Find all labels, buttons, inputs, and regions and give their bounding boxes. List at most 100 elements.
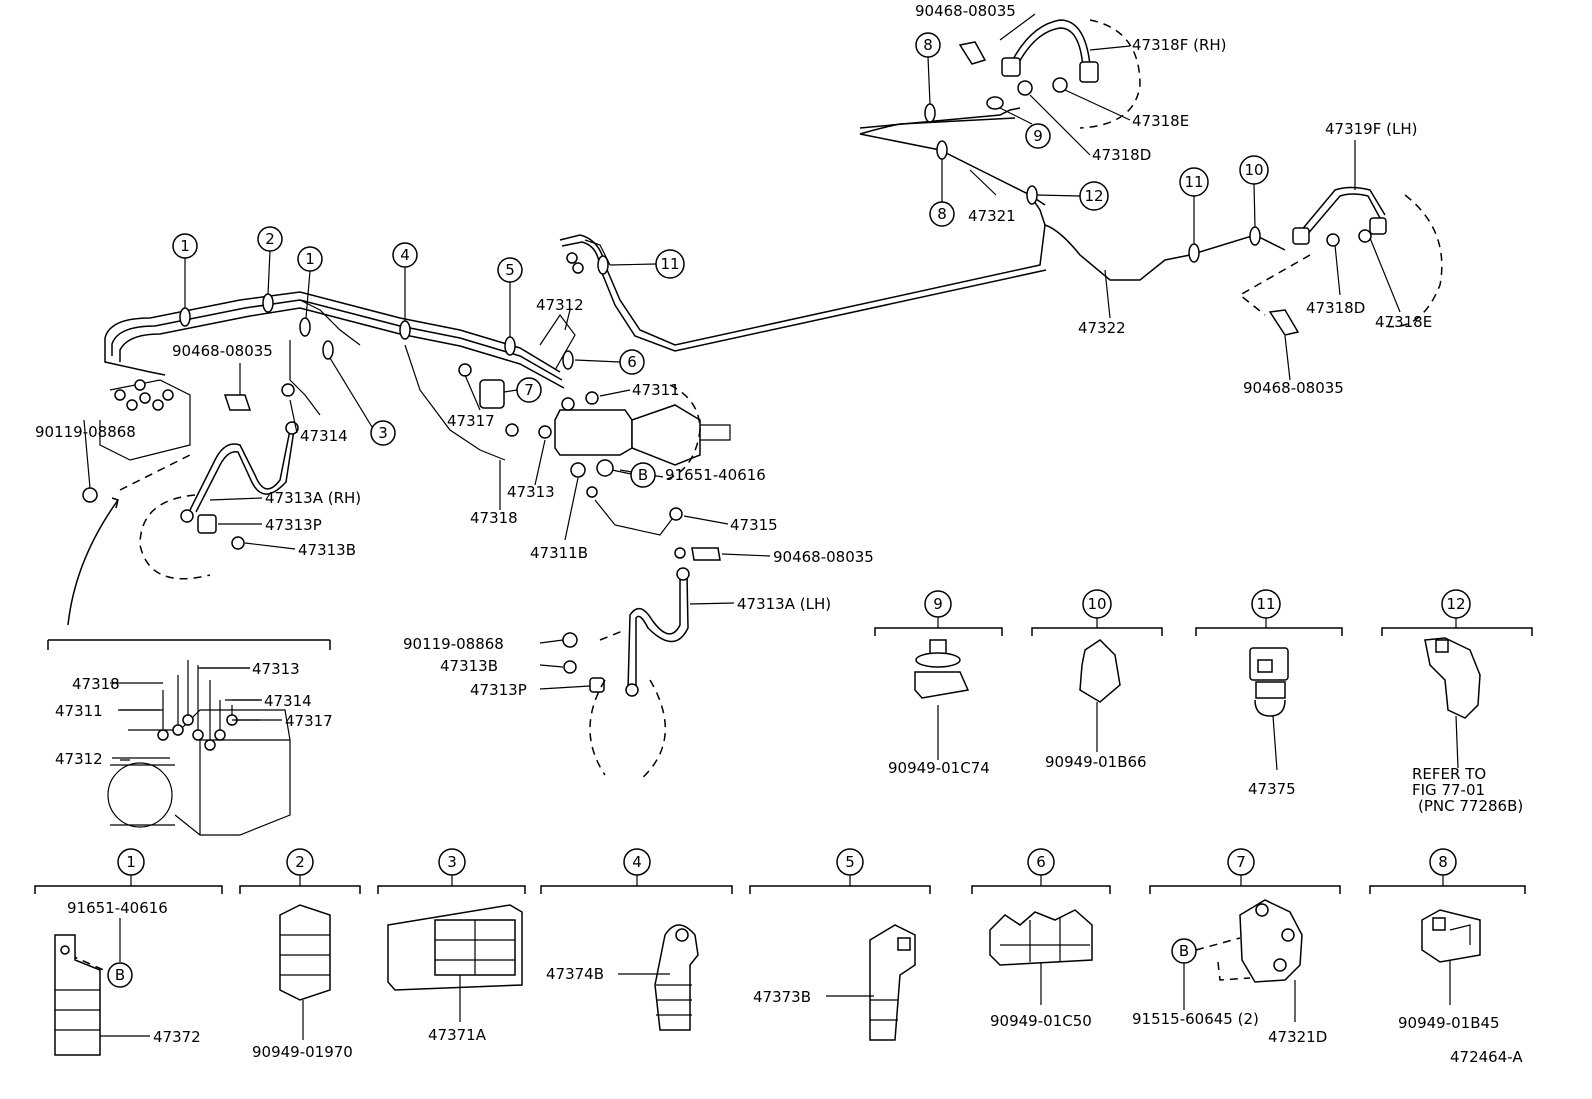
detail-11-part: 47375 — [1248, 780, 1296, 798]
detail-panel-11: 11 47375 — [1195, 589, 1343, 798]
callout-11b: 11 — [1179, 167, 1209, 244]
flex-hose-front-rh — [67, 421, 299, 626]
label-47312: 47312 — [536, 296, 584, 314]
detail-panel-5: 5 47373B — [749, 848, 931, 1041]
detail-10-part: 90949-01B66 — [1045, 753, 1147, 771]
detail-4-part: 47374B — [546, 965, 604, 983]
label-abs-47312: 47312 — [55, 750, 103, 768]
svg-text:6: 6 — [627, 353, 637, 371]
label-47318D-right: 47318D — [1306, 299, 1365, 317]
clip-5-mark — [504, 336, 516, 356]
svg-text:12: 12 — [1084, 187, 1103, 205]
label-47313B-mid: 47313B — [440, 657, 498, 675]
label-47313P: 47313P — [265, 516, 322, 534]
detail-1-part: 47372 — [153, 1028, 201, 1046]
svg-text:9: 9 — [1033, 127, 1043, 145]
clip-4-mark — [399, 320, 411, 340]
clip-9-mark — [986, 96, 1004, 110]
label-90468-08035-left: 90468-08035 — [172, 342, 273, 360]
flex-hose-lh — [1238, 186, 1443, 336]
abs-fittings — [157, 660, 238, 751]
detail-1-number: 1 — [126, 853, 136, 871]
svg-text:1: 1 — [180, 237, 190, 255]
label-47315: 47315 — [730, 516, 778, 534]
brake-actuator-left — [82, 379, 191, 503]
detail-panel-4: 4 47374B — [540, 848, 733, 1031]
detail-panel-12: 12 REFER TO FIG 77-01 (PNC 77286B) — [1381, 589, 1533, 815]
callout-11a: 11 — [609, 249, 685, 279]
label-47321: 47321 — [968, 207, 1016, 225]
detail-2-number: 2 — [295, 853, 305, 871]
svg-text:8: 8 — [937, 205, 947, 223]
label-90468-08035-right: 90468-08035 — [1243, 379, 1344, 397]
detail-8-number: 8 — [1438, 853, 1448, 871]
label-47318F-rh: 47318F (RH) — [1132, 36, 1227, 54]
label-47318D-top: 47318D — [1092, 146, 1151, 164]
label-47313: 47313 — [507, 483, 555, 501]
detail-7-screw: 91515-60645 (2) — [1132, 1010, 1259, 1028]
label-91651-40616: 91651-40616 — [665, 466, 766, 484]
master-cylinder — [223, 239, 731, 561]
detail-panel-8: 8 90949-01B45 — [1369, 848, 1526, 1032]
callout-2: 2 — [257, 226, 283, 295]
label-47319F-lh: 47319F (LH) — [1325, 120, 1417, 138]
detail-10-number: 10 — [1087, 595, 1106, 613]
callout-8a: 8 — [915, 32, 941, 105]
callout-1a: 1 — [172, 233, 198, 308]
callout-1b: 1 — [297, 246, 323, 319]
detail-panel-7: 7 B 91515-60645 (2) 47321D — [1132, 848, 1341, 1046]
clip-10-mark — [1249, 226, 1261, 246]
detail-3-number: 3 — [447, 853, 457, 871]
label-47313A-lh: 47313A (LH) — [737, 595, 831, 613]
callout-8b: 8 — [929, 159, 955, 227]
clip-8-mark — [936, 140, 948, 160]
callout-6: 6 — [574, 349, 645, 375]
detail-panel-10: 10 90949-01B66 — [1031, 589, 1163, 771]
svg-text:8: 8 — [923, 36, 933, 54]
clip-8-top-mark — [924, 103, 936, 123]
label-47318: 47318 — [470, 509, 518, 527]
label-abs-47318: 47318 — [72, 675, 120, 693]
diagram-number: 472464-A — [1450, 1048, 1523, 1066]
detail-5-part: 47373B — [753, 988, 811, 1006]
label-47322: 47322 — [1078, 319, 1126, 337]
clip-11-mark — [1188, 243, 1200, 263]
detail-1-bolt: 91651-40616 — [67, 899, 168, 917]
label-47314: 47314 — [300, 427, 348, 445]
detail-panel-1: 1 91651-40616 B 47372 — [34, 848, 223, 1056]
leader-lines — [110, 13, 1401, 759]
label-abs-47317: 47317 — [285, 712, 333, 730]
detail-panel-2: 2 90949-01970 — [239, 848, 361, 1061]
detail-11-number: 11 — [1256, 595, 1275, 613]
detail-7-number: 7 — [1236, 853, 1246, 871]
svg-text:4: 4 — [400, 246, 410, 264]
label-47318E-top: 47318E — [1132, 112, 1189, 130]
svg-text:5: 5 — [505, 261, 515, 279]
callout-3: 3 — [329, 357, 396, 446]
label-47313B: 47313B — [298, 541, 356, 559]
detail-panel-9: 9 90949-01C74 — [874, 590, 1003, 777]
label-90119-08868-left: 90119-08868 — [35, 423, 136, 441]
detail-9-number: 9 — [933, 595, 943, 613]
callout-4: 4 — [392, 242, 418, 321]
label-47311: 47311 — [632, 381, 680, 399]
svg-text:1: 1 — [305, 250, 315, 268]
detail-6-number: 6 — [1036, 853, 1046, 871]
clip-1b-mark — [299, 317, 311, 337]
detail-9-part: 90949-01C74 — [888, 759, 990, 777]
detail-8-part: 90949-01B45 — [1398, 1014, 1500, 1032]
label-abs-47314: 47314 — [264, 692, 312, 710]
detail-12-ref-line1: REFER TO — [1412, 765, 1486, 783]
clip-12-mark — [1026, 185, 1038, 205]
callout-9: 9 — [999, 107, 1051, 149]
label-90119-08868-mid: 90119-08868 — [403, 635, 504, 653]
detail-panel-6: 6 90949-01C50 — [971, 848, 1111, 1030]
callout-B: B — [630, 462, 656, 488]
detail-12-number: 12 — [1446, 595, 1465, 613]
label-47318E-right: 47318E — [1375, 313, 1432, 331]
label-47311B: 47311B — [530, 544, 588, 562]
flex-hose-front-lh — [562, 567, 690, 781]
svg-text:B: B — [638, 466, 648, 484]
flex-hose-rh — [958, 19, 1141, 129]
detail-panel-3: 3 47371A — [377, 848, 526, 1044]
